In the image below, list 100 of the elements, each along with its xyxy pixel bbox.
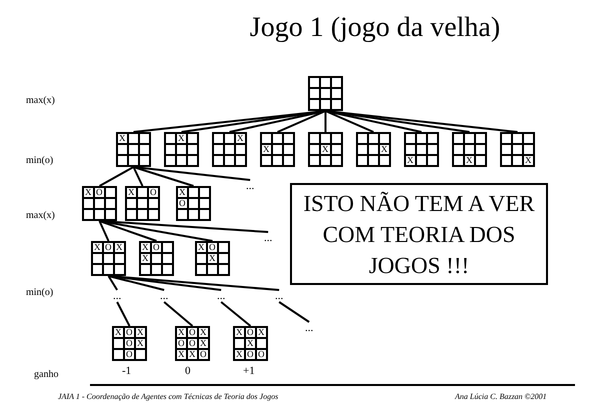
tree-edge [132, 166, 144, 186]
board-cell [236, 145, 245, 154]
cell-mark: O [149, 188, 158, 197]
board-cell [138, 199, 147, 208]
board-cell [136, 350, 145, 359]
cell-mark: X [465, 156, 474, 165]
board-cell [369, 145, 378, 154]
board-cell [332, 78, 341, 87]
cell-mark: O [125, 328, 134, 337]
board-cell [284, 145, 293, 154]
board-cell [163, 254, 172, 263]
board-cell [114, 350, 123, 359]
ellipsis-text: ... [264, 232, 272, 244]
board-cell [406, 145, 415, 154]
cell-mark: X [208, 254, 217, 263]
tree-edge [99, 166, 134, 187]
tic-tac-toe-board [308, 132, 343, 167]
cell-mark: X [236, 134, 245, 143]
board-cell [417, 145, 426, 154]
tree-edge [278, 301, 310, 323]
board-cell [177, 156, 186, 165]
cell-mark: O [199, 350, 208, 359]
title: Jogo 1 (jogo da velha) [248, 12, 502, 44]
tic-tac-toe-board [176, 186, 211, 221]
board-cell [104, 254, 113, 263]
cell-mark: O [152, 243, 161, 252]
tree-edge [108, 275, 118, 291]
board-cell [127, 210, 136, 219]
board-cell [93, 265, 102, 274]
board-cell [152, 254, 161, 263]
board-cell [141, 265, 150, 274]
board-cell [178, 210, 187, 219]
board-cell [225, 156, 234, 165]
tree-edge [277, 110, 326, 133]
board-cell [219, 254, 228, 263]
cell-mark: X [136, 328, 145, 337]
cell-mark: X [136, 339, 145, 348]
board-cell [454, 134, 463, 143]
tree-edge [99, 220, 157, 242]
cell-mark: X [321, 145, 330, 154]
cell-mark: X [177, 328, 186, 337]
board-cell [321, 134, 330, 143]
board-cell [502, 156, 511, 165]
cell-mark: X [235, 350, 244, 359]
cell-mark: O [208, 243, 217, 252]
board-cell [321, 89, 330, 98]
tic-tac-toe-board [404, 132, 439, 167]
board-cell [262, 156, 271, 165]
board-cell [417, 134, 426, 143]
board-cell [284, 134, 293, 143]
board-cell [214, 156, 223, 165]
board-cell [476, 156, 485, 165]
tree-edge [116, 302, 130, 326]
row-label: ganho [34, 369, 58, 380]
tree-edge [98, 220, 110, 242]
board-cell [129, 134, 138, 143]
board-cell [163, 265, 172, 274]
board-cell [188, 134, 197, 143]
board-cell [214, 145, 223, 154]
board-cell [115, 265, 124, 274]
tic-tac-toe-board [116, 132, 151, 167]
tic-tac-toe-board [91, 241, 126, 276]
cell-mark: X [93, 243, 102, 252]
board-cell [138, 188, 147, 197]
board-cell [166, 145, 175, 154]
board-cell [152, 265, 161, 274]
ellipsis-text: ... [160, 290, 168, 302]
cell-mark: X [178, 188, 187, 197]
cell-mark: X [524, 156, 533, 165]
cell-mark: X [115, 243, 124, 252]
board-cell [321, 78, 330, 87]
board-cell [106, 188, 115, 197]
board-cell [197, 265, 206, 274]
board-cell [115, 254, 124, 263]
tree-edge [133, 166, 194, 187]
board-cell [262, 134, 271, 143]
cell-mark: X [177, 350, 186, 359]
board-cell [321, 100, 330, 109]
board-cell [454, 156, 463, 165]
footer-text: JAIA 1 - Coordenação de Agentes com Técnicas de Teoria dos Jogos [58, 392, 278, 401]
board-cell [127, 199, 136, 208]
board-cell [310, 145, 319, 154]
ellipsis-text: ... [275, 290, 284, 302]
tic-tac-toe-board [356, 132, 391, 167]
tic-tac-toe-board [452, 132, 487, 167]
board-cell [406, 134, 415, 143]
ellipsis-text: ... [246, 180, 254, 192]
board-cell [380, 156, 389, 165]
cell-mark: X [141, 243, 150, 252]
board-cell [200, 188, 209, 197]
board-cell [310, 78, 319, 87]
board-cell [140, 145, 149, 154]
tic-tac-toe-board [164, 132, 199, 167]
board-cell [106, 210, 115, 219]
cell-mark: X [84, 188, 93, 197]
board-cell [93, 254, 102, 263]
board-cell [310, 100, 319, 109]
cell-mark: X [199, 328, 208, 337]
board-cell [502, 145, 511, 154]
board-cell [197, 254, 206, 263]
